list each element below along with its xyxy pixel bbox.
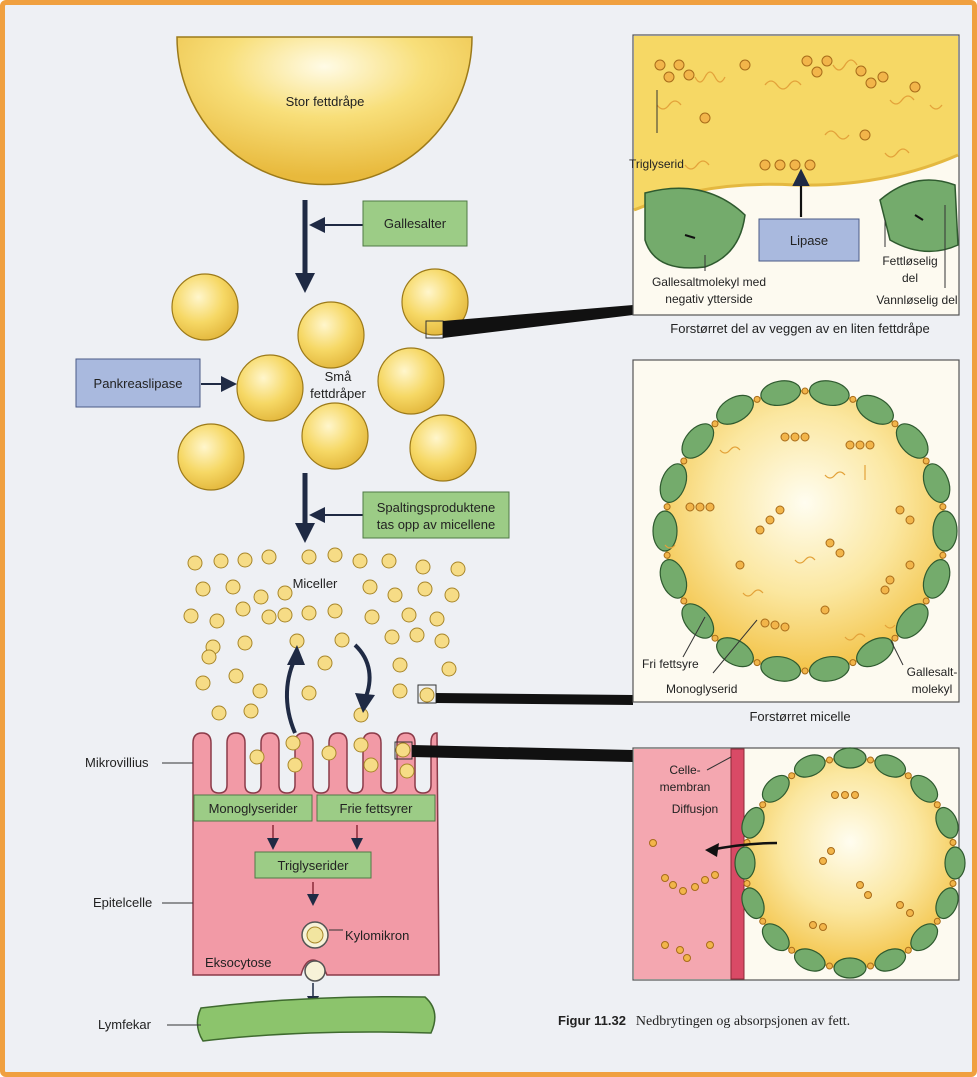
monoglyceride-head: [868, 963, 874, 969]
label-monoglyserider: Monoglyserider: [209, 801, 299, 816]
bile-salt-molecule: [834, 748, 866, 768]
label-spaltingsprodukter-2: tas opp av micellene: [377, 517, 496, 532]
arrow-head-1: [295, 273, 315, 293]
label-diffusjon: Diffusjon: [672, 802, 718, 816]
bile-salt-molecule: [834, 958, 866, 978]
arrow-curved-up-head: [287, 645, 305, 665]
bile-salt-molecule: [945, 847, 965, 879]
monoglyceride-head: [850, 660, 856, 666]
figure-number: Figur 11.32: [558, 1013, 626, 1028]
monoglyceride-head: [712, 635, 718, 641]
monoglyceride-head: [827, 757, 833, 763]
label-fettloselig-2: del: [902, 271, 918, 285]
monoglyceride-head: [802, 668, 808, 674]
bile-salt-molecule: [933, 511, 957, 551]
monoglyceride-head: [950, 840, 956, 846]
monoglyceride-head: [681, 458, 687, 464]
label-mikrovillius: Mikrovillius: [85, 755, 149, 770]
fat-digestion-diagram: Stor fettdråpe Gallesalter Små fettdråpe…: [5, 5, 977, 1077]
label-vannloselig: Vannløselig del: [876, 293, 957, 307]
monoglyceride-head: [760, 918, 766, 924]
monoglyceride-head: [664, 504, 670, 510]
monoglyceride-head: [923, 598, 929, 604]
large-fat-droplet: [177, 37, 472, 184]
label-monoglyserid: Monoglyserid: [666, 682, 737, 696]
label-epitelcelle: Epitelcelle: [93, 895, 152, 910]
arrow-curved-down: [355, 645, 370, 699]
monoglyceride-head: [789, 947, 795, 953]
label-fettloselig-1: Fettløselig: [882, 254, 937, 268]
label-miceller: Miceller: [293, 576, 338, 591]
monoglyceride-head: [940, 552, 946, 558]
monoglyceride-head: [934, 918, 940, 924]
label-triglyserid: Triglyserid: [629, 157, 684, 171]
monoglyceride-head: [827, 963, 833, 969]
panel-micelle: [633, 360, 959, 702]
monoglyceride-head: [892, 421, 898, 427]
caption-panel-1: Forstørret del av veggen av en liten fet…: [670, 321, 929, 336]
monoglyceride-head: [950, 881, 956, 887]
monoglyceride-head: [868, 757, 874, 763]
label-gallesalt-2: molekyl: [912, 682, 953, 696]
label-spaltingsprodukter-1: Spaltingsproduktene: [377, 500, 496, 515]
figure-caption: Figur 11.32 Nedbrytingen og absorpsjonen…: [558, 1012, 850, 1029]
exocytosis-vesicle: [305, 961, 325, 981]
label-lipase: Lipase: [790, 233, 828, 248]
label-gallesaltmolekyl-1: Gallesaltmolekyl med: [652, 275, 766, 289]
label-sma-fettdraper-2: fettdråper: [310, 386, 366, 401]
zoom-connector-3: [412, 745, 633, 762]
monoglyceride-head: [905, 773, 911, 779]
label-cellemembran-1: Celle-: [669, 763, 700, 777]
label-lymfekar: Lymfekar: [98, 1017, 152, 1032]
label-pankreaslipase: Pankreaslipase: [94, 376, 183, 391]
label-sma-fettdraper-1: Små: [325, 369, 353, 384]
monoglyceride-head: [712, 421, 718, 427]
zoom-connector-1: [443, 305, 633, 338]
monoglyceride-head: [850, 396, 856, 402]
lymph-vessel: [197, 997, 434, 1041]
arrow-curved-up: [287, 655, 297, 733]
monoglyceride-head: [934, 802, 940, 808]
zoom-connector-2: [436, 693, 633, 705]
label-kylomikron: Kylomikron: [345, 928, 409, 943]
label-gallesaltmolekyl-2: negativ ytterside: [665, 292, 753, 306]
monoglyceride-head: [681, 598, 687, 604]
micelles-field: [184, 548, 465, 722]
label-cellemembran-2: membran: [660, 780, 711, 794]
monoglyceride-head: [744, 881, 750, 887]
label-fri-fettsyre: Fri fettsyre: [642, 657, 699, 671]
label-gallesalt-1: Gallesalt-: [907, 665, 958, 679]
monoglyceride-head: [892, 635, 898, 641]
arrow-head-2: [295, 523, 315, 543]
monoglyceride-head: [664, 552, 670, 558]
monoglyceride-head: [940, 504, 946, 510]
caption-panel-2: Forstørret micelle: [749, 709, 850, 724]
figure-caption-text: Nedbrytingen og absorpsjonen av fett.: [636, 1014, 850, 1029]
bile-salt-molecule: [735, 847, 755, 879]
monoglyceride-head: [923, 458, 929, 464]
label-gallesalter: Gallesalter: [384, 216, 447, 231]
monoglyceride-head: [760, 802, 766, 808]
label-eksocytose: Eksocytose: [205, 955, 271, 970]
chylomicron-core: [307, 927, 323, 943]
monoglyceride-head: [802, 388, 808, 394]
label-stor-fettdrape: Stor fettdråpe: [286, 94, 365, 109]
monoglyceride-head: [905, 947, 911, 953]
monoglyceride-head: [754, 660, 760, 666]
label-frie-fettsyrer: Frie fettsyrer: [340, 801, 414, 816]
monoglyceride-head: [754, 396, 760, 402]
monoglyceride-head: [789, 773, 795, 779]
label-triglyserider: Triglyserider: [277, 858, 349, 873]
